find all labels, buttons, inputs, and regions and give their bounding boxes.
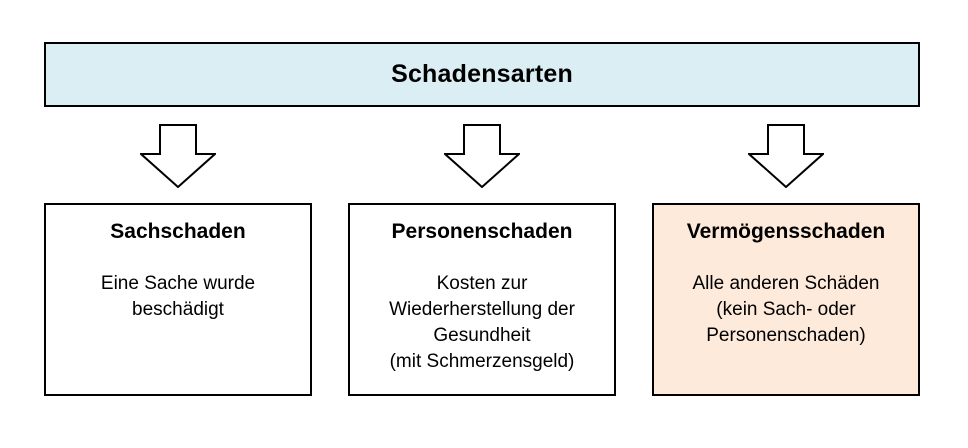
down-arrow-icon bbox=[140, 124, 216, 188]
node-sachschaden: Sachschaden Eine Sache wurde beschädigt bbox=[44, 203, 312, 396]
node-body: Alle anderen Schäden (kein Sach- oder Pe… bbox=[692, 273, 880, 346]
node-title: Sachschaden bbox=[110, 220, 246, 243]
down-arrow-icon bbox=[444, 124, 520, 188]
node-body: Kosten zur Wiederherstellung der Gesundh… bbox=[389, 273, 575, 372]
node-body: Eine Sache wurde beschädigt bbox=[100, 273, 256, 320]
header-box: Schadensarten bbox=[44, 42, 920, 107]
node-title: Vermögensschaden bbox=[686, 220, 886, 243]
diagram-title: Schadensarten bbox=[391, 60, 573, 88]
node-title: Personenschaden bbox=[391, 220, 573, 243]
node-vermoegensschaden: Vermögensschaden Alle anderen Schäden (k… bbox=[652, 203, 920, 396]
down-arrow-icon bbox=[748, 124, 824, 188]
node-personenschaden: Personenschaden Kosten zur Wiederherstel… bbox=[348, 203, 616, 396]
